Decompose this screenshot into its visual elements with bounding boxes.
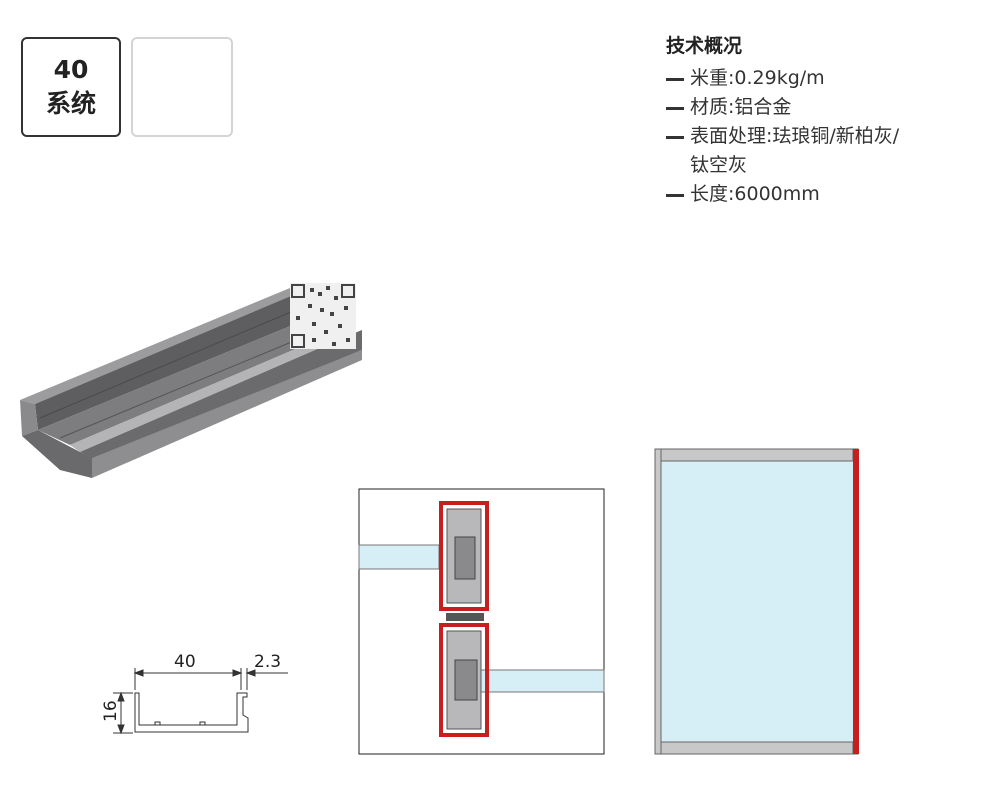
spec-length: 长度:6000mm	[666, 180, 986, 209]
specs-title: 技术概况	[666, 35, 743, 57]
dash-icon	[666, 78, 684, 81]
profile-3d-render	[20, 283, 362, 478]
panel-elevation-drawing	[654, 448, 859, 755]
empty-badge	[131, 37, 233, 137]
spec-finish-text: 表面处理:珐琅铜/新柏灰/ 钛空灰	[690, 125, 900, 176]
system-badge: 40 系统	[21, 37, 121, 137]
spec-length-text: 长度:6000mm	[690, 183, 820, 205]
spec-finish: 表面处理:珐琅铜/新柏灰/ 钛空灰	[666, 122, 986, 180]
dash-icon	[666, 194, 684, 197]
spec-weight: 米重:0.29kg/m	[666, 64, 986, 93]
dim-width: 40	[174, 652, 196, 672]
system-number: 40	[53, 55, 89, 84]
profile-section-drawing	[113, 668, 288, 735]
dim-height: 16	[101, 700, 121, 722]
dash-icon	[666, 107, 684, 110]
joint-section-drawing	[358, 488, 605, 755]
spec-material: 材质:铝合金	[666, 93, 986, 122]
spec-weight-text: 米重:0.29kg/m	[690, 67, 825, 89]
system-label: 系统	[45, 89, 96, 118]
spec-material-text: 材质:铝合金	[690, 96, 792, 118]
tech-specs: 技术概况 米重:0.29kg/m 材质:铝合金 表面处理:珐琅铜/新柏灰/ 钛空…	[666, 32, 986, 209]
qr-code-icon	[290, 283, 356, 349]
dim-wall: 2.3	[254, 652, 281, 672]
dash-icon	[666, 136, 684, 139]
